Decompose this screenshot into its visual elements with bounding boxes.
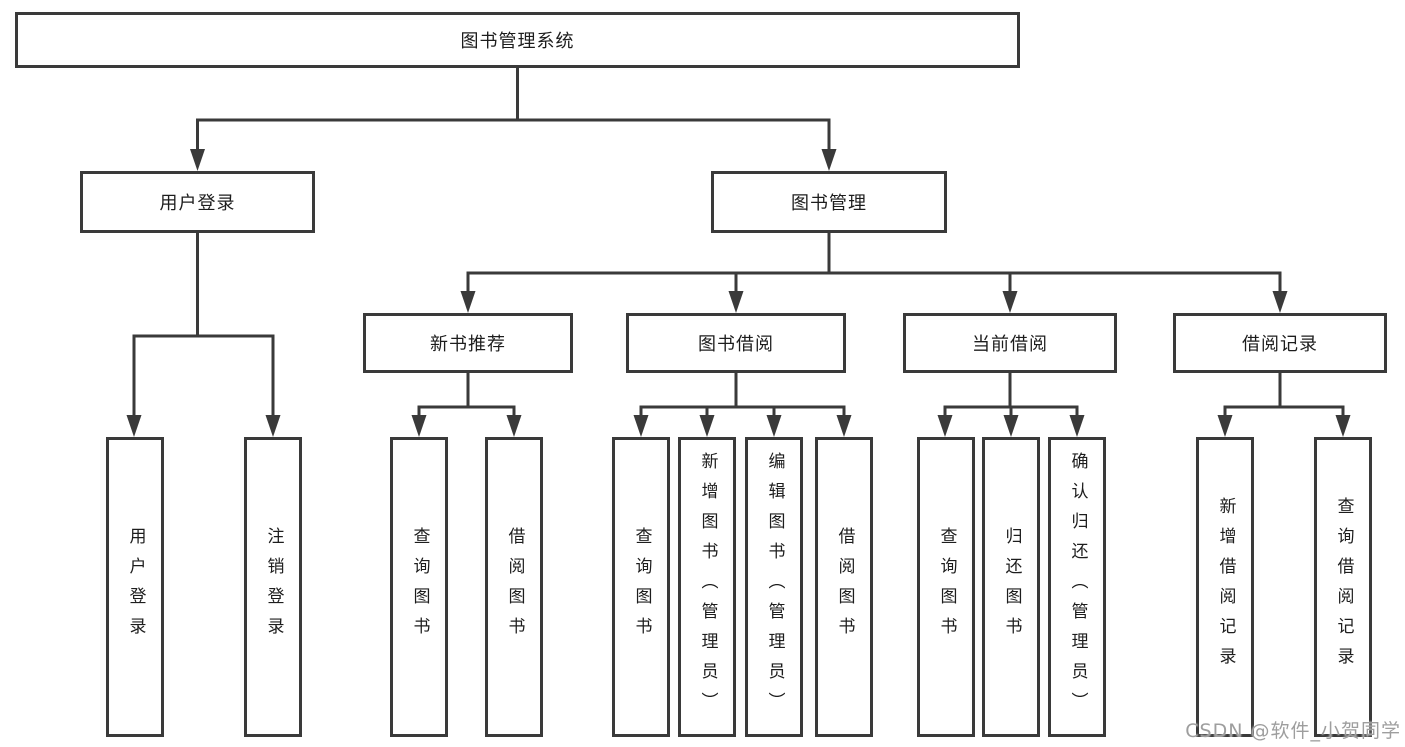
leaf-query-books-current: 查询图书 (917, 437, 975, 737)
node-book-management: 图书管理 (711, 171, 947, 233)
leaf-edit-books-admin-label: 编辑图书（管理员） (764, 452, 785, 722)
leaf-query-books-current-label: 查询图书 (936, 527, 957, 647)
leaf-confirm-return-admin-label: 确认归还（管理员） (1067, 452, 1088, 722)
leaf-user-login-label: 用户登录 (125, 527, 146, 647)
leaf-logout: 注销登录 (244, 437, 302, 737)
leaf-query-borrow-record-label: 查询借阅记录 (1333, 497, 1354, 677)
node-user-login-label: 用户登录 (159, 193, 236, 214)
leaf-query-books-borrow: 查询图书 (612, 437, 670, 737)
leaf-query-books-recommend-label: 查询图书 (409, 527, 430, 647)
leaf-borrow-books-recommend-label: 借阅图书 (504, 527, 525, 647)
node-new-book-recommend-label: 新书推荐 (430, 334, 506, 355)
node-new-book-recommend: 新书推荐 (363, 313, 573, 373)
leaf-borrow-books-label: 借阅图书 (834, 527, 855, 647)
leaf-return-books: 归还图书 (982, 437, 1040, 737)
leaf-add-borrow-record: 新增借阅记录 (1196, 437, 1254, 737)
leaf-add-borrow-record-label: 新增借阅记录 (1215, 497, 1236, 677)
leaf-add-books-admin-label: 新增图书（管理员） (697, 452, 718, 722)
leaf-borrow-books: 借阅图书 (815, 437, 873, 737)
watermark: CSDN @软件_小贺同学 (1185, 720, 1401, 742)
node-user-login: 用户登录 (80, 171, 315, 233)
leaf-add-books-admin: 新增图书（管理员） (678, 437, 736, 737)
node-book-borrowing: 图书借阅 (626, 313, 846, 373)
leaf-query-books-recommend: 查询图书 (390, 437, 448, 737)
node-current-borrowing-label: 当前借阅 (972, 334, 1048, 355)
leaf-return-books-label: 归还图书 (1001, 527, 1022, 647)
leaf-user-login: 用户登录 (106, 437, 164, 737)
node-book-borrowing-label: 图书借阅 (698, 334, 774, 355)
node-borrowing-records: 借阅记录 (1173, 313, 1387, 373)
node-root: 图书管理系统 (15, 12, 1020, 68)
node-borrowing-records-label: 借阅记录 (1242, 334, 1318, 355)
leaf-query-books-borrow-label: 查询图书 (631, 527, 652, 647)
node-current-borrowing: 当前借阅 (903, 313, 1117, 373)
node-book-management-label: 图书管理 (791, 193, 867, 214)
leaf-borrow-books-recommend: 借阅图书 (485, 437, 543, 737)
leaf-query-borrow-record: 查询借阅记录 (1314, 437, 1372, 737)
leaf-confirm-return-admin: 确认归还（管理员） (1048, 437, 1106, 737)
node-root-label: 图书管理系统 (460, 31, 575, 52)
leaf-logout-label: 注销登录 (263, 527, 284, 647)
leaf-edit-books-admin: 编辑图书（管理员） (745, 437, 803, 737)
